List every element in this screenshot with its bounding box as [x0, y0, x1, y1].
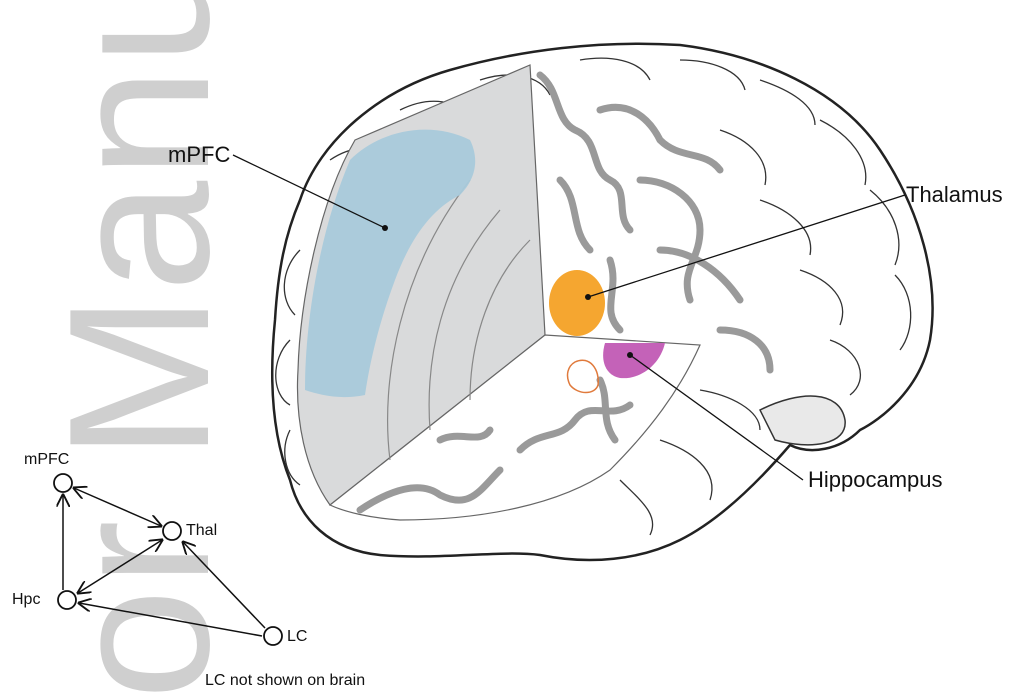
- node-thal: [163, 522, 181, 540]
- edge-lc-thal: [183, 542, 265, 628]
- node-lc: [264, 627, 282, 645]
- node-hpc: [58, 591, 76, 609]
- edge-lc-hpc: [79, 603, 262, 636]
- edge-mpfc-thal: [74, 488, 161, 526]
- network-diagram: [54, 474, 282, 645]
- network-node-thal-label: Thal: [186, 522, 217, 540]
- mpfc-label: mPFC: [168, 142, 230, 168]
- network-node-mpfc-label: mPFC: [24, 451, 69, 469]
- thalamus-label: Thalamus: [906, 182, 1003, 208]
- thalamus-region: [549, 270, 605, 336]
- network-node-hpc-label: Hpc: [12, 591, 40, 609]
- edge-hpc-thal: [78, 540, 162, 593]
- network-note: LC not shown on brain: [205, 672, 365, 690]
- node-mpfc: [54, 474, 72, 492]
- hippocampus-label: Hippocampus: [808, 467, 943, 493]
- network-node-lc-label: LC: [287, 628, 307, 646]
